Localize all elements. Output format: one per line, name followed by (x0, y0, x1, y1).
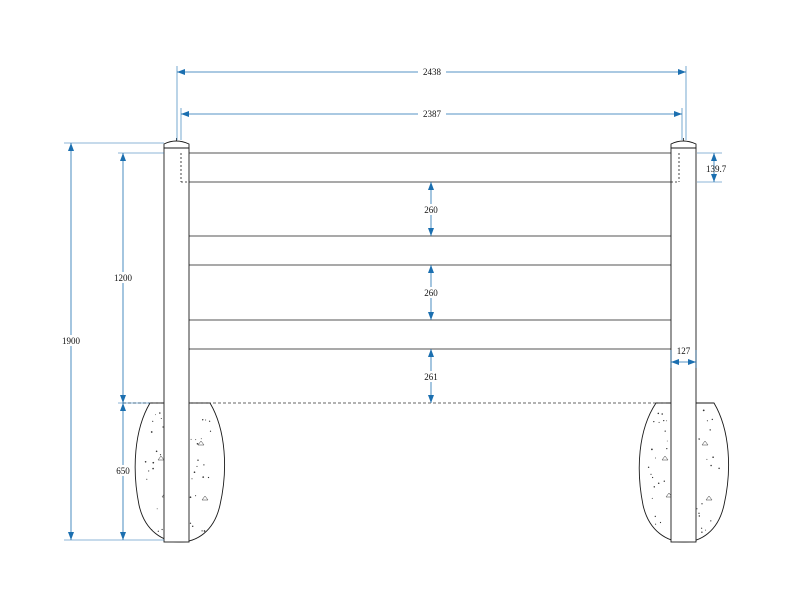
post-width-label: 127 (677, 346, 691, 356)
above-ground-label: 1200 (114, 273, 133, 283)
dimension-gap-top: 260 (420, 182, 442, 236)
total-height-label: 1900 (62, 336, 81, 346)
gap-middle-label: 260 (424, 288, 438, 298)
inner-width-label: 2387 (423, 109, 442, 119)
dimension-overall-width: 2438 (176, 66, 687, 140)
dimension-post-width: 127 (670, 346, 697, 368)
dimension-gap-bottom: 261 (420, 349, 442, 403)
dimension-footing-depth: 650 (114, 403, 164, 541)
dimension-total-height: 1900 (60, 142, 164, 541)
left-post (163, 138, 190, 543)
rails (189, 152, 671, 350)
dimension-inner-width: 2387 (180, 108, 683, 140)
right-post (670, 138, 697, 543)
rail-height-label: 139.7 (706, 164, 727, 174)
gap-bottom-label: 261 (424, 372, 438, 382)
dimension-above-ground: 1200 (112, 152, 164, 404)
dimension-gap-middle: 260 (420, 265, 442, 320)
gap-top-label: 260 (424, 205, 438, 215)
dimension-rail-height: 139.7 (697, 152, 727, 183)
overall-width-label: 2438 (423, 67, 442, 77)
footing-depth-label: 650 (116, 466, 130, 476)
concrete-texture (144, 409, 720, 533)
